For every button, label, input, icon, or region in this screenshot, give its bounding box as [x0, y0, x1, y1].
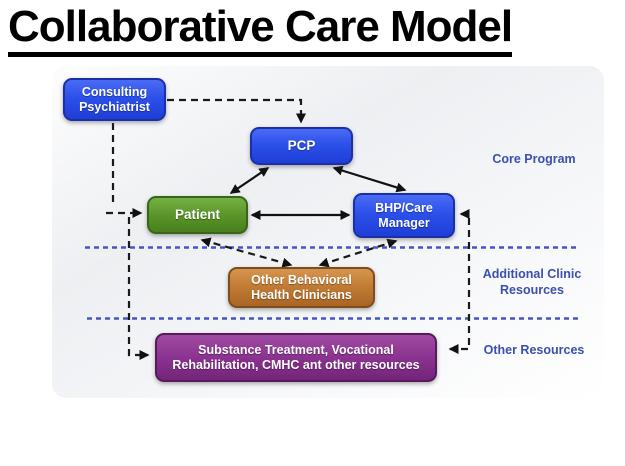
node-other-behavioral-clinicians: Other Behavioral Health Clinicians — [228, 267, 375, 308]
node-bhp-care-manager: BHP/Care Manager — [353, 193, 455, 238]
label-additional-clinic-resources: Additional Clinic Resources — [482, 267, 582, 298]
label-core-program: Core Program — [492, 152, 576, 166]
label-other-resources: Other Resources — [483, 343, 585, 357]
page-title: Collaborative Care Model — [8, 2, 620, 57]
node-consulting-psychiatrist: Consulting Psychiatrist — [63, 78, 166, 121]
node-substance-treatment: Substance Treatment, Vocational Rehabili… — [155, 333, 437, 382]
node-patient: Patient — [147, 196, 248, 234]
node-pcp: PCP — [250, 127, 353, 165]
